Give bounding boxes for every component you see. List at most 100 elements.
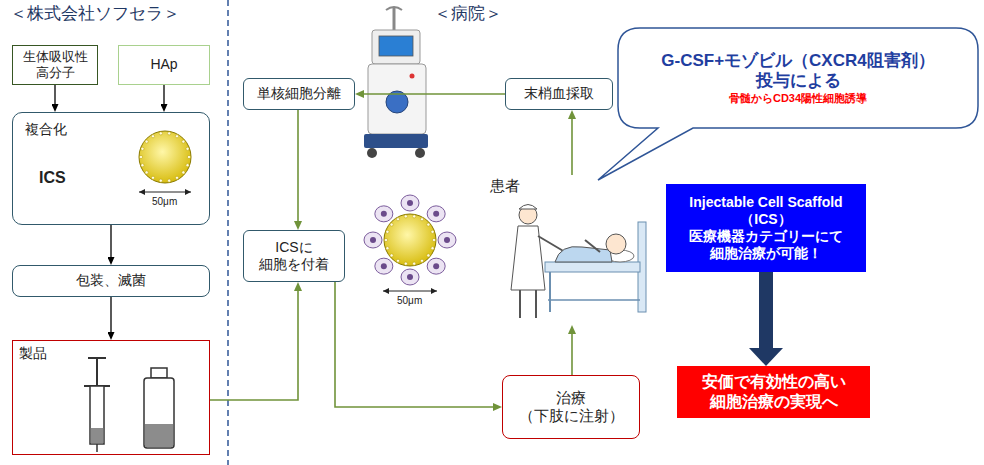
- node-text: 生体吸収性 高分子: [20, 49, 90, 81]
- callout-outline: [598, 28, 978, 180]
- node-text: 単核細胞分離: [257, 85, 341, 102]
- flow-arrow: [210, 291, 298, 400]
- product-box: 製品: [12, 340, 210, 455]
- patient-scene: [585, 240, 600, 252]
- process-box: ICSに 細胞を付着: [243, 230, 345, 282]
- node-text: 骨髄からCD34陽性細胞誘導: [729, 92, 867, 105]
- ics-particle: [139, 155, 142, 158]
- ics-with-cells: [375, 206, 393, 222]
- section-divider: [228, 0, 229, 465]
- ics-with-cells: [407, 200, 413, 206]
- ics-particle: [168, 132, 171, 135]
- treatment-box: 治療 （下肢に注射）: [502, 375, 640, 439]
- product-syringe: [90, 386, 104, 444]
- ics-with-cells: [427, 206, 445, 222]
- ics-with-cells: [444, 237, 450, 243]
- ics-with-cells: [364, 232, 382, 248]
- ics-particle: [159, 179, 162, 182]
- ics-with-cells: [384, 214, 436, 266]
- cell-separator-machine: [415, 148, 425, 158]
- ics-particle: [182, 171, 185, 174]
- flow-arrow: [571, 119, 573, 175]
- node-text: ICS: [39, 168, 66, 188]
- process-box: 包装、滅菌: [12, 265, 210, 297]
- ics-with-cells: [386, 230, 389, 233]
- ics-particle: [141, 147, 144, 150]
- cell-separator-machine: [372, 30, 420, 64]
- ics-particle: [145, 171, 148, 174]
- flow-arrow: [364, 93, 505, 95]
- patient-figure: 患者: [490, 175, 650, 325]
- node-text: 複合化: [25, 121, 67, 138]
- material-box: 生体吸収性 高分子: [12, 45, 98, 85]
- patient-scene: [519, 290, 521, 318]
- ics-with-cells: [413, 262, 416, 265]
- cell-separator-machine: [364, 134, 428, 148]
- ics-with-cells: [381, 211, 387, 217]
- ics-with-cells: [431, 230, 434, 233]
- patient-scene: [538, 236, 565, 252]
- cell-separator-machine: [364, 7, 428, 158]
- ics-with-cells: [364, 195, 456, 291]
- patient-scene: [555, 247, 612, 262]
- ics-with-cells: [413, 215, 416, 218]
- ics-particle: [151, 135, 154, 138]
- ics-with-cells: [375, 258, 393, 274]
- product-bottle: [151, 368, 167, 378]
- cell-separator-machine: [379, 36, 413, 56]
- patient-scene: [548, 299, 640, 301]
- patient-scene: [519, 205, 537, 210]
- material-box: HAp: [118, 45, 210, 85]
- ics-with-cells: [390, 254, 393, 257]
- flow-arrow: [571, 334, 573, 375]
- ics-with-cells: [420, 218, 423, 221]
- section-divider: [227, 0, 229, 465]
- cell-separator-machine: [367, 148, 377, 158]
- product-syringe: [91, 428, 103, 443]
- ics-particle: [139, 131, 191, 192]
- ics-with-cells: [427, 258, 445, 274]
- ics-with-cells: [390, 223, 393, 226]
- flow-arrow: [110, 297, 111, 332]
- patient-scene: [606, 234, 626, 254]
- dimension-label: 50μm: [150, 196, 179, 208]
- section-heading: ＜病院＞: [432, 4, 504, 24]
- ics-particle: [186, 164, 189, 167]
- ics-with-cells: [404, 215, 407, 218]
- product-syringe: [84, 358, 110, 452]
- flow-arrow: [163, 85, 164, 104]
- ics-particle: [159, 132, 162, 135]
- ics-with-cells: [433, 211, 439, 217]
- patient-scene: [511, 205, 646, 319]
- process-box: 単核細胞分離: [243, 78, 355, 110]
- flow-arrow: [297, 110, 299, 221]
- ics-with-cells: [431, 247, 434, 250]
- dimension-label: 50μm: [395, 295, 424, 307]
- ics-with-cells: [438, 232, 456, 248]
- ics-with-cells: [396, 218, 399, 221]
- flow-arrow: [110, 225, 111, 257]
- patient-scene: [511, 226, 545, 290]
- ics-particle: [168, 179, 171, 182]
- product-bottle: [144, 378, 174, 448]
- ics-particle: [139, 192, 191, 193]
- node-text: 製品: [19, 345, 47, 362]
- patient-scene: [549, 272, 551, 312]
- ics-with-cells: [427, 223, 430, 226]
- product-bottle: [144, 368, 174, 448]
- flow-arrow: [54, 85, 55, 104]
- ics-with-cells: [432, 238, 435, 241]
- ics-particle: [175, 135, 178, 138]
- patient-scene: [545, 262, 640, 272]
- process-box: 複合化 ICS: [12, 112, 210, 225]
- ics-particle: [182, 140, 185, 143]
- node-text: Injectable Cell Scaffold（ICS） 医療機器カテゴリーに…: [673, 194, 859, 262]
- ics-particle: [187, 155, 190, 158]
- ics-particle: [139, 131, 191, 183]
- ics-with-cells: [370, 237, 376, 243]
- ics-with-cells: [407, 274, 413, 280]
- highlight-box: Injectable Cell Scaffold（ICS） 医療機器カテゴリーに…: [666, 184, 866, 272]
- node-text: 安価で有効性の高い 細胞治療の実現へ: [684, 372, 863, 411]
- ics-with-cells: [381, 263, 387, 269]
